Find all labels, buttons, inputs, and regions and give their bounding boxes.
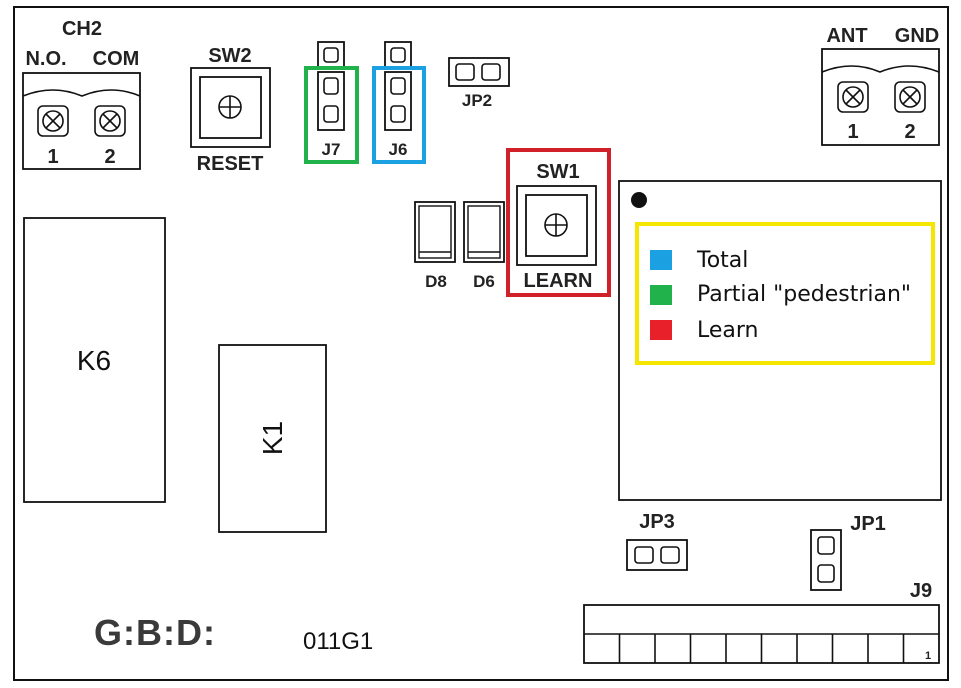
model-number: 011G1 xyxy=(303,628,373,655)
screw-icon xyxy=(894,81,926,113)
k1-label: K1 xyxy=(257,421,288,455)
k6-label: K6 xyxy=(77,345,111,376)
jp1-label: JP1 xyxy=(850,513,886,535)
sw1-highlight xyxy=(506,148,611,297)
radio-module-box xyxy=(618,180,942,501)
screw-icon xyxy=(37,105,69,137)
sw2-caption: RESET xyxy=(197,153,264,175)
k1-body xyxy=(218,344,327,533)
antenna-pin2: 2 xyxy=(904,121,915,143)
legend-border xyxy=(635,222,935,365)
legend-partial-label: Partial "pedestrian" xyxy=(697,282,911,307)
screw-icon xyxy=(837,81,869,113)
sw1-switch: SW1 LEARN xyxy=(506,148,611,297)
d8-label: D8 xyxy=(425,272,447,291)
k6-relay: K6 xyxy=(23,217,166,503)
jp3-label: JP3 xyxy=(639,511,675,533)
j6-jumper: J6 xyxy=(372,41,426,164)
legend-learn-label: Learn xyxy=(697,318,759,343)
j9-dividers xyxy=(618,634,905,663)
radio-module xyxy=(618,180,942,501)
antenna-terminal: ANT GND 1 2 xyxy=(821,25,940,146)
gbd-logo: G:B:D: xyxy=(94,612,216,653)
jp2-label: JP2 xyxy=(462,91,492,110)
d6-led: D6 xyxy=(463,201,505,291)
jp1-jumper: JP1 xyxy=(810,513,886,591)
screw-icon xyxy=(94,105,126,137)
k6-body xyxy=(23,217,166,503)
antenna-pin1: 1 xyxy=(847,121,858,143)
sw2-title: SW2 xyxy=(208,45,251,67)
ch2-pin2: 2 xyxy=(104,146,115,168)
ch2-block-ridge xyxy=(22,89,141,97)
ch2-title: CH2 xyxy=(62,18,102,40)
sw1-caption: LEARN xyxy=(524,270,593,292)
d8-body xyxy=(414,201,456,263)
j7-jumper: J7 xyxy=(304,41,359,164)
d8-led: D8 xyxy=(414,201,456,291)
j6-label: J6 xyxy=(389,140,408,159)
legend-total-label: Total xyxy=(696,248,748,273)
ch2-com-label: COM xyxy=(93,48,140,70)
j9-pin1-marker: 1 xyxy=(925,650,931,662)
crosshair-icon xyxy=(544,213,568,237)
jp3-jumper: JP3 xyxy=(626,511,688,571)
d6-body xyxy=(463,201,505,263)
legend-swatch-partial xyxy=(650,285,672,305)
j7-label: J7 xyxy=(322,140,341,159)
crosshair-icon xyxy=(218,95,242,119)
d6-label: D6 xyxy=(473,272,495,291)
ch2-no-label: N.O. xyxy=(25,48,66,70)
gnd-label: GND xyxy=(895,25,939,47)
ch2-terminal: CH2 N.O. COM 1 2 xyxy=(22,18,141,170)
sw1-title: SW1 xyxy=(536,161,579,183)
j9-label: J9 xyxy=(910,580,932,602)
j7-highlight xyxy=(304,66,359,164)
sw2-switch: SW2 RESET xyxy=(190,45,271,175)
pin1-dot xyxy=(631,192,647,208)
ch2-pin1: 1 xyxy=(47,146,58,168)
j6-highlight xyxy=(372,66,426,164)
k1-relay: K1 xyxy=(218,344,327,533)
legend-swatch-total xyxy=(650,250,672,270)
jp2-jumper: JP2 xyxy=(448,57,510,110)
ant-label: ANT xyxy=(826,25,867,47)
antenna-block-ridge xyxy=(821,65,940,73)
j6-top-pin xyxy=(384,41,412,69)
j9-connector: J9 1 xyxy=(583,580,940,664)
legend-swatch-learn xyxy=(650,320,672,340)
legend: Total Partial "pedestrian" Learn xyxy=(635,222,935,365)
